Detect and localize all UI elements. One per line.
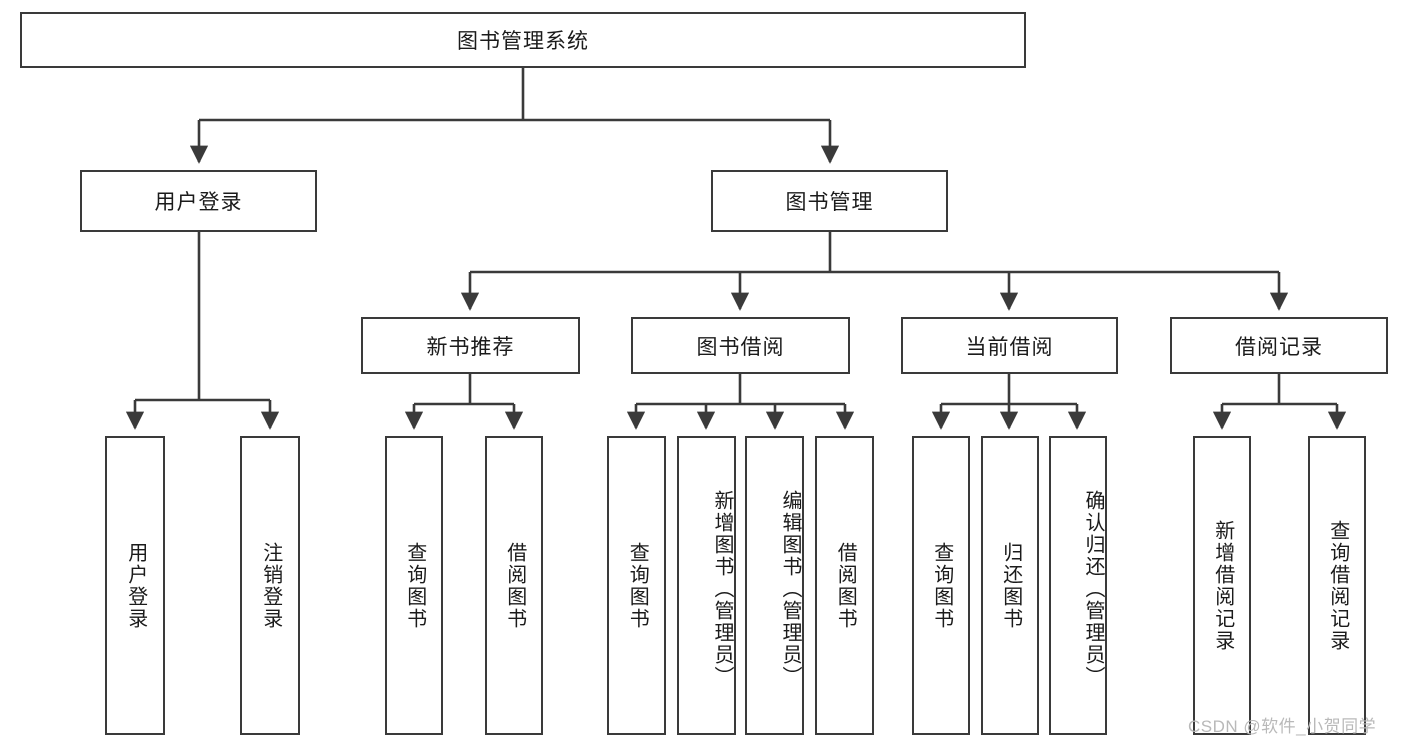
node-leaf-add-book[interactable]: 新增图书（管理员） xyxy=(677,436,736,735)
node-label: 借阅记录 xyxy=(1235,335,1323,359)
node-leaf-query-book-2[interactable]: 查询图书 xyxy=(607,436,666,735)
node-book-management[interactable]: 图书管理 xyxy=(711,170,948,232)
node-leaf-logout[interactable]: 注销登录 xyxy=(240,436,300,735)
node-label: 编辑图书（管理员） xyxy=(779,489,801,688)
node-leaf-query-book-3[interactable]: 查询图书 xyxy=(912,436,970,735)
node-user-login[interactable]: 用户登录 xyxy=(80,170,317,232)
node-label: 借阅图书 xyxy=(834,541,857,630)
node-label: 图书管理系统 xyxy=(457,30,589,53)
node-label: 借阅图书 xyxy=(503,541,526,630)
node-label: 归还图书 xyxy=(999,541,1022,630)
node-leaf-edit-book[interactable]: 编辑图书（管理员） xyxy=(745,436,804,735)
node-leaf-borrow-book-2[interactable]: 借阅图书 xyxy=(815,436,874,735)
node-label: 用户登录 xyxy=(124,541,147,630)
node-label: 用户登录 xyxy=(154,191,243,214)
node-leaf-query-book-1[interactable]: 查询图书 xyxy=(385,436,443,735)
node-label: 确认归还（管理员） xyxy=(1082,489,1104,688)
node-label: 查询图书 xyxy=(626,541,649,630)
node-book-management-system[interactable]: 图书管理系统 xyxy=(20,12,1026,68)
node-label: 注销登录 xyxy=(259,541,282,630)
node-current-borrow[interactable]: 当前借阅 xyxy=(901,317,1118,374)
node-label: 新增借阅记录 xyxy=(1211,519,1234,652)
node-label: 查询图书 xyxy=(930,541,953,630)
node-leaf-query-record[interactable]: 查询借阅记录 xyxy=(1308,436,1366,735)
watermark-text: CSDN @软件_小贺同学 xyxy=(1188,717,1377,736)
node-leaf-user-login[interactable]: 用户登录 xyxy=(105,436,165,735)
node-leaf-return-book[interactable]: 归还图书 xyxy=(981,436,1039,735)
node-new-book-recommend[interactable]: 新书推荐 xyxy=(361,317,580,374)
node-label: 查询图书 xyxy=(403,541,426,630)
node-leaf-add-record[interactable]: 新增借阅记录 xyxy=(1193,436,1251,735)
node-book-borrow[interactable]: 图书借阅 xyxy=(631,317,850,374)
node-borrow-record[interactable]: 借阅记录 xyxy=(1170,317,1388,374)
node-label: 图书管理 xyxy=(785,191,874,214)
node-label: 新增图书（管理员） xyxy=(711,489,733,688)
node-label: 新书推荐 xyxy=(426,335,515,359)
node-leaf-borrow-book-1[interactable]: 借阅图书 xyxy=(485,436,543,735)
node-label: 当前借阅 xyxy=(965,335,1054,359)
node-leaf-confirm-return[interactable]: 确认归还（管理员） xyxy=(1049,436,1107,735)
node-label: 查询借阅记录 xyxy=(1326,519,1349,652)
node-label: 图书借阅 xyxy=(696,335,785,359)
